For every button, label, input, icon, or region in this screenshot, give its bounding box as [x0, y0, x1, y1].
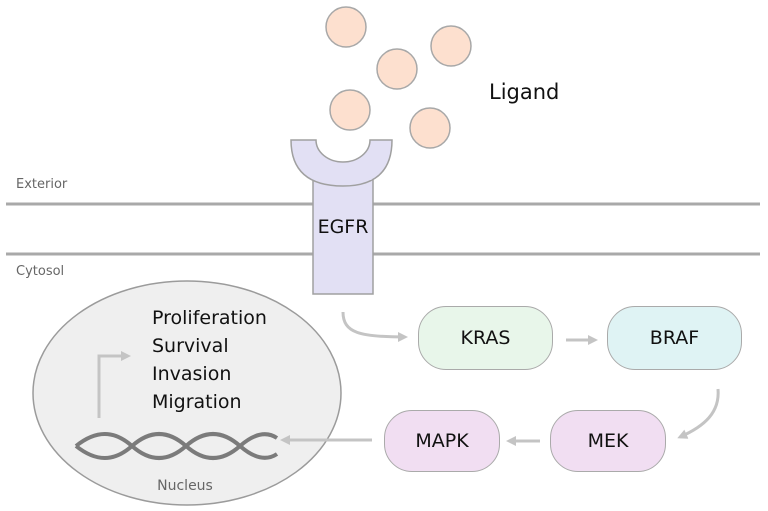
- kras-node-label: KRAS: [460, 327, 511, 349]
- outcome-survival: Survival: [152, 335, 229, 357]
- arrow-egfr-to-kras: [341, 311, 408, 342]
- mapk-node: MAPK: [384, 410, 500, 472]
- ligand-circle: [409, 107, 451, 149]
- ligand-circle: [430, 25, 472, 67]
- outcome-proliferation: Proliferation: [152, 307, 267, 329]
- mek-node-label: MEK: [587, 430, 629, 452]
- ligand-circle: [325, 6, 367, 48]
- outcome-list: Proliferation Survival Invasion Migratio…: [152, 304, 267, 416]
- arrow-braf-to-mek: [677, 388, 720, 439]
- ligand-circle: [376, 48, 418, 90]
- arrow-gene-expression: [97, 351, 131, 418]
- cytosol-label: Cytosol: [16, 264, 65, 279]
- outcome-invasion: Invasion: [152, 363, 232, 385]
- braf-node: BRAF: [607, 306, 742, 370]
- nucleus-label: Nucleus: [157, 478, 213, 494]
- ligand-circle: [329, 89, 371, 131]
- mapk-node-label: MAPK: [415, 430, 469, 452]
- exterior-label: Exterior: [16, 177, 68, 192]
- kras-node: KRAS: [418, 306, 553, 370]
- braf-node-label: BRAF: [649, 327, 700, 349]
- dna-strand: [74, 432, 279, 460]
- nucleus-ellipse: [32, 280, 342, 506]
- egfr-label: EGFR: [317, 216, 369, 238]
- outcome-migration: Migration: [152, 391, 242, 413]
- ligand-label: Ligand: [489, 80, 560, 104]
- mek-node: MEK: [550, 410, 666, 472]
